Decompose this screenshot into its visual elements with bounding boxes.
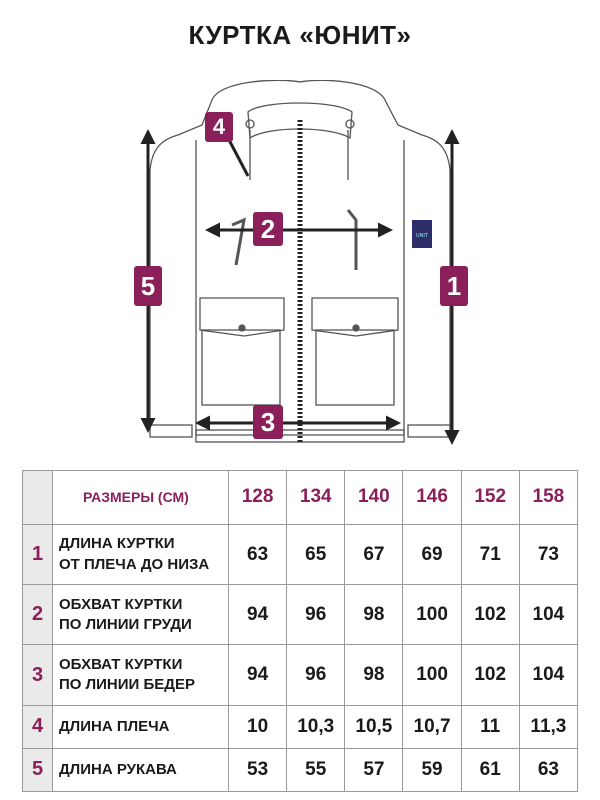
- value-cell: 53: [227, 747, 288, 793]
- sleeve-tag: [412, 220, 432, 248]
- size-header: 152: [460, 470, 520, 525]
- value-cell: 104: [518, 644, 579, 706]
- value-cell: 102: [460, 584, 520, 646]
- value-cell: 100: [402, 644, 462, 706]
- sizes-header-label: РАЗМЕРЫ (СМ): [52, 470, 229, 525]
- marker-2: 2: [253, 212, 283, 246]
- value-cell: 69: [402, 523, 462, 586]
- row-number: 1: [22, 523, 53, 586]
- value-cell: 67: [344, 523, 404, 586]
- value-cell: 10,7: [402, 704, 462, 749]
- page-title: КУРТКА «ЮНИТ»: [188, 20, 412, 50]
- value-cell: 98: [344, 644, 404, 706]
- value-cell: 11: [460, 704, 520, 749]
- value-cell: 63: [518, 747, 579, 793]
- size-header: 158: [518, 470, 579, 525]
- size-table: РАЗМЕРЫ (СМ) 128 134 140 146 152 158 1 Д…: [22, 470, 579, 793]
- row-number: 2: [22, 584, 53, 646]
- value-cell: 102: [460, 644, 520, 706]
- value-cell: 96: [286, 584, 346, 646]
- jacket-drawing: UNIT: [140, 79, 460, 445]
- table-row: 5 ДЛИНА РУКАВА 53 55 57 59 61 63: [22, 747, 579, 793]
- value-cell: 100: [402, 584, 462, 646]
- marker-5: 5: [134, 266, 162, 306]
- size-header: 128: [227, 470, 288, 525]
- value-cell: 59: [402, 747, 462, 793]
- value-cell: 57: [344, 747, 404, 793]
- value-cell: 65: [286, 523, 346, 586]
- size-header: 140: [344, 470, 404, 525]
- value-cell: 71: [460, 523, 520, 586]
- value-cell: 55: [286, 747, 346, 793]
- jacket-diagram: UNIT 1 2 3 4 5: [0, 79, 600, 450]
- jacket-outline: [149, 79, 451, 443]
- parameter-name: ДЛИНА РУКАВА: [52, 747, 229, 793]
- arrow-shoulder-pointer: [226, 137, 250, 177]
- value-cell: 10: [227, 704, 288, 749]
- parameter-name: ДЛИНА ПЛЕЧА: [52, 704, 229, 749]
- table-row: 4 ДЛИНА ПЛЕЧА 10 10,3 10,5 10,7 11 11,3: [22, 704, 579, 749]
- measurement-arrows: [140, 129, 460, 445]
- value-cell: 104: [518, 584, 579, 646]
- row-number: 4: [22, 704, 53, 749]
- value-cell: 10,3: [286, 704, 346, 749]
- table-corner-cell: [22, 470, 53, 525]
- value-cell: 94: [227, 584, 288, 646]
- marker-3: 3: [253, 405, 283, 439]
- row-number: 3: [22, 644, 53, 706]
- marker-4: 4: [205, 112, 233, 142]
- size-header: 134: [286, 470, 346, 525]
- table-header-row: РАЗМЕРЫ (СМ) 128 134 140 146 152 158: [22, 470, 579, 525]
- sleeve-tag-text: UNIT: [416, 233, 429, 239]
- value-cell: 98: [344, 584, 404, 646]
- value-cell: 63: [227, 523, 288, 586]
- value-cell: 61: [460, 747, 520, 793]
- value-cell: 10,5: [344, 704, 404, 749]
- value-cell: 94: [227, 644, 288, 706]
- value-cell: 96: [286, 644, 346, 706]
- value-cell: 11,3: [518, 704, 579, 749]
- value-cell: 73: [518, 523, 579, 586]
- marker-1: 1: [440, 266, 468, 306]
- row-number: 5: [22, 747, 53, 793]
- size-header: 146: [402, 470, 462, 525]
